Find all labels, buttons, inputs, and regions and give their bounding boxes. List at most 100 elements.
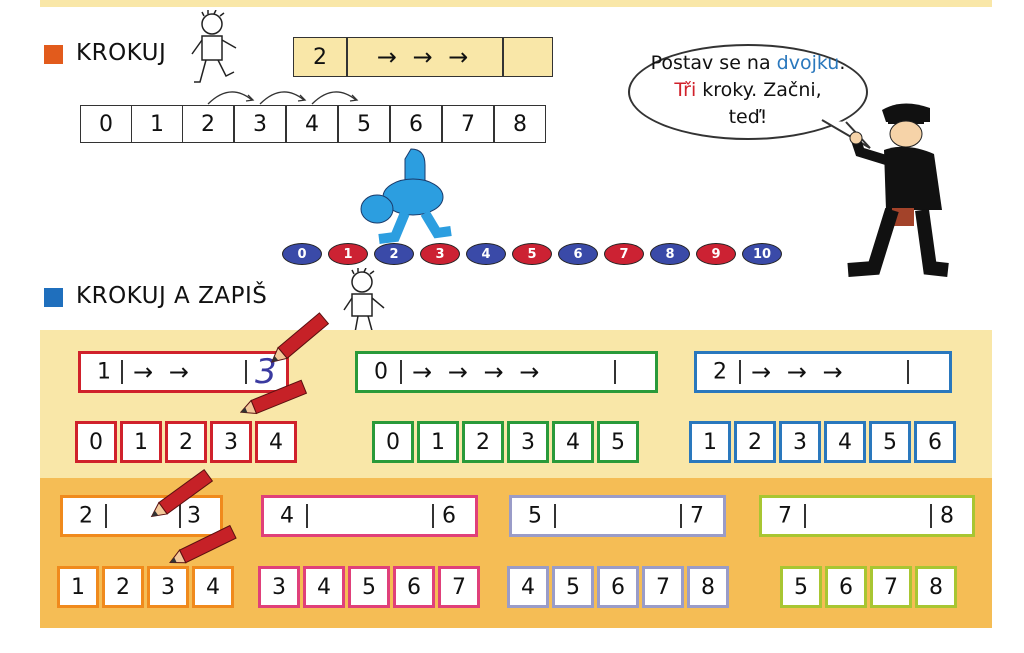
speech-part: . bbox=[839, 52, 846, 74]
example-arrows: → → → bbox=[376, 43, 473, 71]
section1-marker bbox=[44, 45, 63, 64]
number-tile: 5 bbox=[348, 566, 390, 608]
number-tile: 6 bbox=[914, 421, 956, 463]
number-tile: 4 bbox=[552, 421, 594, 463]
pencil-icon bbox=[169, 524, 237, 564]
strip-start: 2 bbox=[713, 359, 727, 385]
stone: 9 bbox=[696, 243, 736, 265]
strip-end[interactable]: 8 bbox=[940, 503, 954, 529]
section2-marker bbox=[44, 288, 63, 307]
number-tile: 3 bbox=[507, 421, 549, 463]
number-tile: 7 bbox=[870, 566, 912, 608]
stone: 1 bbox=[328, 243, 368, 265]
number-tile: 2 bbox=[165, 421, 207, 463]
section2-title: KROKUJ A ZAPIŠ bbox=[76, 283, 268, 309]
top-strip bbox=[40, 0, 992, 7]
speech-text: Postav se na dvojku. Tři kroky. Začni, t… bbox=[628, 50, 868, 131]
number-tile: 3 bbox=[147, 566, 189, 608]
strip-start: 1 bbox=[97, 359, 111, 385]
stone: 8 bbox=[650, 243, 690, 265]
pencil-icon bbox=[150, 469, 214, 518]
number-tile: 1 bbox=[120, 421, 162, 463]
number-cell: 3 bbox=[234, 105, 286, 143]
strip-start: 2 bbox=[79, 503, 93, 529]
exercise-strip: 1 → → 3 bbox=[78, 351, 289, 393]
policeman-icon bbox=[847, 103, 949, 277]
boy-figure-icon bbox=[343, 268, 385, 339]
speech-part: kroky. Začni, bbox=[696, 79, 822, 101]
strip-end[interactable]: 6 bbox=[442, 503, 456, 529]
speech-part: Postav se na bbox=[650, 52, 777, 74]
number-cell: 8 bbox=[494, 105, 546, 143]
number-tile: 3 bbox=[210, 421, 252, 463]
number-cell: 6 bbox=[390, 105, 442, 143]
number-tile: 0 bbox=[372, 421, 414, 463]
number-cell: 1 bbox=[131, 105, 183, 143]
number-tile: 7 bbox=[438, 566, 480, 608]
stone: 5 bbox=[512, 243, 552, 265]
speech-highlight-blue: dvojku bbox=[776, 52, 840, 74]
pencil-icon bbox=[240, 379, 308, 415]
number-cell: 7 bbox=[442, 105, 494, 143]
exercise-strip: 2 3 bbox=[60, 495, 223, 537]
exercise-strip: 7 8 bbox=[759, 495, 975, 537]
number-tile: 7 bbox=[642, 566, 684, 608]
example-start: 2 bbox=[313, 44, 327, 70]
number-tile: 8 bbox=[915, 566, 957, 608]
strip-end[interactable]: 3 bbox=[187, 503, 201, 529]
exercise-strip: 2 → → → bbox=[694, 351, 952, 393]
stone: 7 bbox=[604, 243, 644, 265]
number-tile: 5 bbox=[597, 421, 639, 463]
strip-answer[interactable]: 3 bbox=[255, 352, 277, 392]
strip-arrows: → → bbox=[133, 358, 193, 386]
number-tile: 2 bbox=[102, 566, 144, 608]
number-tile: 1 bbox=[417, 421, 459, 463]
number-tile: 0 bbox=[75, 421, 117, 463]
stone: 0 bbox=[282, 243, 322, 265]
example-strip: 2 → → → bbox=[293, 37, 553, 77]
number-tile: 6 bbox=[825, 566, 867, 608]
exercise-strip: 0 → → → → bbox=[355, 351, 658, 393]
strip-end[interactable]: 7 bbox=[690, 503, 704, 529]
number-tile: 2 bbox=[734, 421, 776, 463]
stone: 6 bbox=[558, 243, 598, 265]
number-tile: 5 bbox=[552, 566, 594, 608]
stone: 2 bbox=[374, 243, 414, 265]
number-cell: 4 bbox=[286, 105, 338, 143]
stone: 4 bbox=[466, 243, 506, 265]
speech-part: teď! bbox=[728, 106, 768, 128]
number-tile: 5 bbox=[869, 421, 911, 463]
strip-start: 5 bbox=[528, 503, 542, 529]
stepping-stones: 0 1 2 3 4 5 6 7 8 9 10 bbox=[282, 243, 782, 269]
number-tile: 4 bbox=[303, 566, 345, 608]
number-tile: 8 bbox=[687, 566, 729, 608]
number-cell: 0 bbox=[80, 105, 132, 143]
strip-arrows: → → → → bbox=[412, 358, 544, 386]
number-tile: 3 bbox=[779, 421, 821, 463]
number-tile: 5 bbox=[780, 566, 822, 608]
number-cell: 2 bbox=[182, 105, 234, 143]
exercise-strip: 4 6 bbox=[261, 495, 478, 537]
strip-start: 7 bbox=[778, 503, 792, 529]
number-tile: 4 bbox=[192, 566, 234, 608]
pencil-icon bbox=[270, 312, 330, 363]
number-tile: 4 bbox=[824, 421, 866, 463]
strip-arrows: → → → bbox=[751, 358, 847, 386]
number-cell: 5 bbox=[338, 105, 390, 143]
speech-highlight-red: Tři bbox=[674, 79, 697, 101]
number-tile: 6 bbox=[597, 566, 639, 608]
number-tile: 3 bbox=[258, 566, 300, 608]
number-tile: 2 bbox=[462, 421, 504, 463]
blue-character-icon bbox=[360, 148, 452, 244]
number-tile: 1 bbox=[689, 421, 731, 463]
number-tile: 4 bbox=[507, 566, 549, 608]
stone: 10 bbox=[742, 243, 782, 265]
stone: 3 bbox=[420, 243, 460, 265]
strip-start: 4 bbox=[280, 503, 294, 529]
section1-title: KROKUJ bbox=[76, 40, 167, 66]
exercise-strip: 5 7 bbox=[509, 495, 726, 537]
number-tile: 4 bbox=[255, 421, 297, 463]
strip-start: 0 bbox=[374, 359, 388, 385]
number-tile: 1 bbox=[57, 566, 99, 608]
boy-figure-icon bbox=[191, 10, 237, 83]
